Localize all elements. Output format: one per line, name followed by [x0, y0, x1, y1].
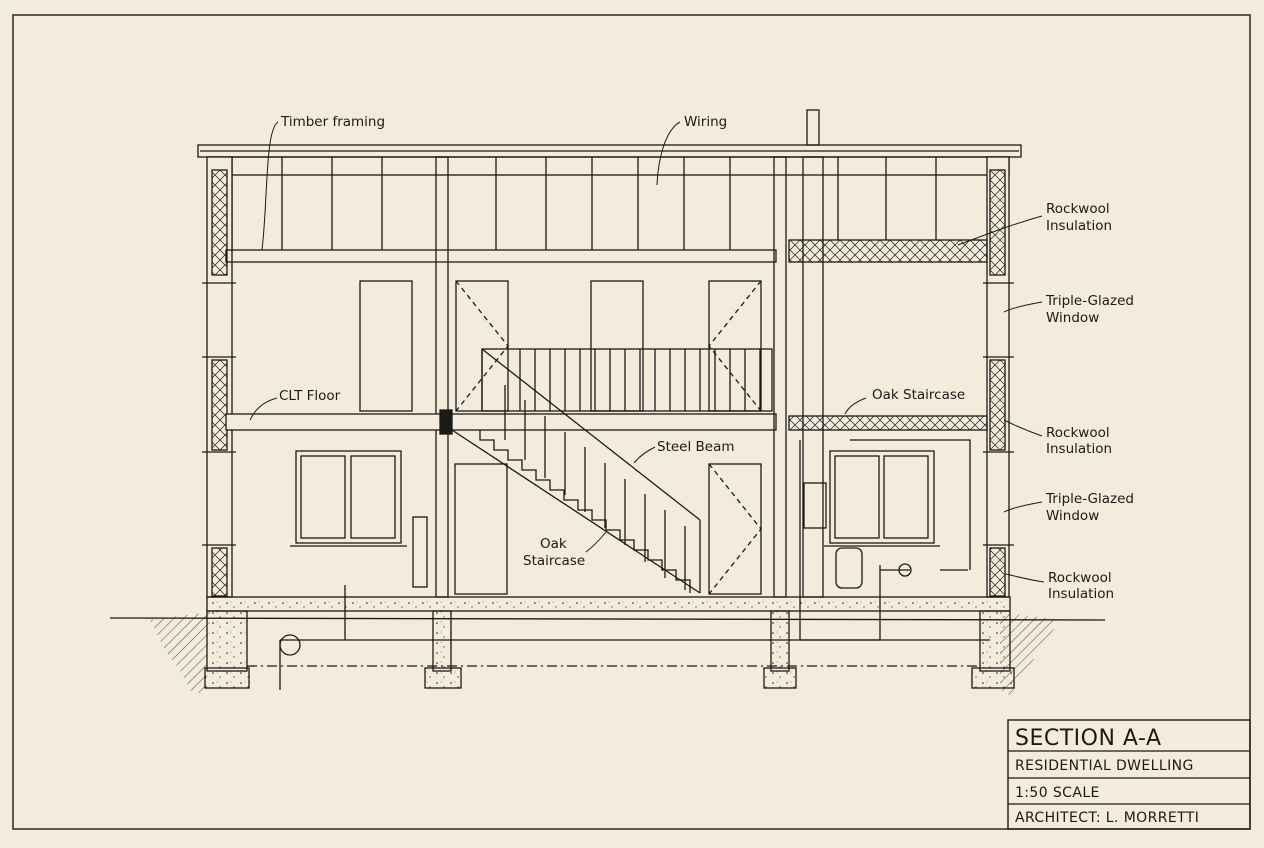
- title-block-subtitle: RESIDENTIAL DWELLING: [1015, 758, 1194, 774]
- building-section: [109, 109, 1106, 695]
- label-oak-staircase-left-2: Staircase: [523, 553, 585, 569]
- insulation-left-mid: [211, 359, 228, 451]
- window-lower-left: [295, 450, 402, 544]
- post-left: [435, 156, 449, 598]
- insulation-left-low: [211, 547, 228, 597]
- flue-riser: [802, 156, 824, 598]
- floor-center: [449, 413, 777, 431]
- door-lower-2: [708, 463, 762, 595]
- label-wiring: Wiring: [684, 114, 727, 130]
- sheet-border: [12, 14, 1251, 830]
- door-lower-1: [454, 463, 508, 595]
- label-rockwool-top-1: Rockwool: [1046, 201, 1110, 217]
- insulation-right-upper: [989, 169, 1006, 276]
- label-triple-glazed-upper-2: Window: [1046, 310, 1099, 326]
- rockwool-attic: [788, 239, 988, 263]
- flue-pipe: [806, 109, 820, 146]
- ground-line: [109, 617, 1106, 621]
- label-triple-glazed-lower-2: Window: [1046, 508, 1099, 524]
- ground-slab: [206, 596, 1011, 612]
- clt-floor: [225, 413, 443, 431]
- steel-beam-section: [439, 409, 453, 435]
- footing-mid-2: [770, 610, 790, 672]
- label-timber-framing: Timber framing: [280, 114, 385, 130]
- title-block-title: SECTION A-A: [1015, 726, 1162, 751]
- electrical-panel: [412, 516, 428, 588]
- label-rockwool-mid-2: Insulation: [1046, 441, 1112, 457]
- roof-studs: [231, 157, 937, 250]
- title-block: SECTION A-A RESIDENTIAL DWELLING 1:50 SC…: [1007, 719, 1251, 830]
- label-oak-staircase-left-1: Oak: [540, 536, 567, 552]
- annotation-leaders: [249, 121, 1045, 583]
- title-block-architect: ARCHITECT: L. MORRETTI: [1015, 810, 1199, 826]
- label-triple-glazed-lower-1: Triple-Glazed: [1045, 491, 1134, 507]
- footing-left: [206, 610, 248, 672]
- door-upper-3: [590, 280, 644, 412]
- door-upper-1: [359, 280, 413, 412]
- post-right: [773, 156, 787, 598]
- window-lower-right: [829, 450, 935, 544]
- title-block-scale: 1:50 SCALE: [1015, 785, 1100, 801]
- label-rockwool-mid-1: Rockwool: [1046, 425, 1110, 441]
- label-rockwool-bottom-1: Rockwool: [1048, 570, 1112, 586]
- soil-left: [150, 612, 210, 695]
- rockwool-floor: [788, 415, 988, 431]
- footing-mid-1: [432, 610, 452, 672]
- insulation-left-upper: [211, 169, 228, 276]
- label-triple-glazed-upper-1: Triple-Glazed: [1045, 293, 1134, 309]
- expansion-tank: [835, 547, 863, 589]
- insulation-right-mid: [989, 359, 1006, 451]
- attic-floor-left: [225, 249, 777, 263]
- label-steel-beam: Steel Beam: [657, 439, 735, 455]
- label-oak-staircase-right: Oak Staircase: [872, 387, 965, 403]
- label-clt-floor: CLT Floor: [279, 388, 341, 404]
- footing-right: [979, 610, 1011, 672]
- insulation-right-low: [989, 547, 1006, 597]
- balusters-upper: [519, 349, 761, 411]
- door-upper-4: [708, 280, 762, 412]
- oak-staircase: [451, 348, 701, 594]
- soil-right: [1000, 612, 1060, 695]
- water-heater: [803, 482, 827, 529]
- label-rockwool-top-2: Insulation: [1046, 218, 1112, 234]
- wall-window-sills: [202, 282, 1014, 546]
- label-rockwool-bottom-2: Insulation: [1048, 586, 1114, 602]
